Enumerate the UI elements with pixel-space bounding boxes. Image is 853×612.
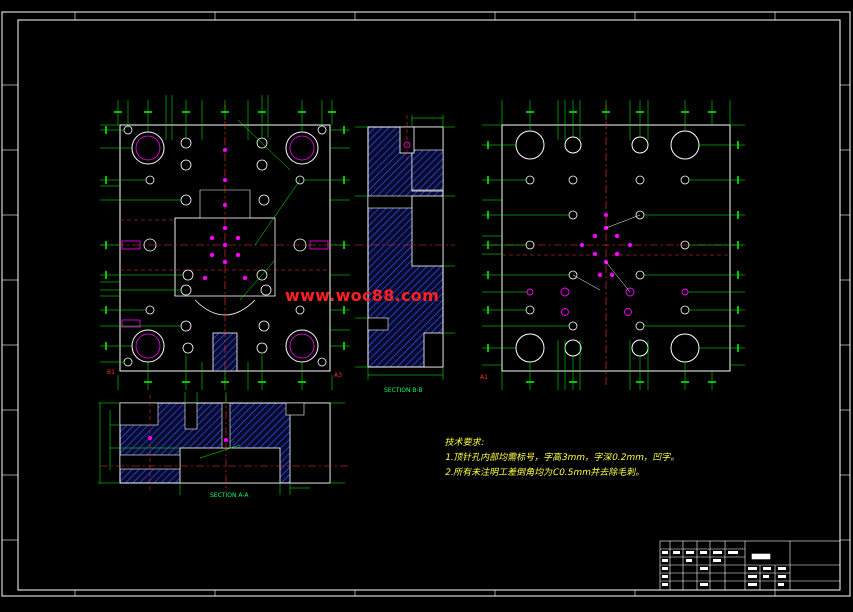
section-bb-label: SECTION B-B [384, 387, 423, 394]
inner-border [17, 19, 841, 591]
left-plan-dimensions [100, 95, 350, 390]
title-block [659, 540, 841, 591]
section-bb-view [355, 115, 455, 380]
watermark-text: www.woc88.com [285, 286, 440, 305]
right-plan-tag: A1 [480, 374, 488, 381]
right-plan-dim-ticks [487, 111, 739, 383]
zone-ticks [2, 12, 850, 596]
section-aa-view [98, 392, 350, 495]
outer-border [1, 11, 851, 597]
technical-requirement-1: 1.顶针孔内部均需标号，字高3mm，字深0.2mm，凹字。 [444, 453, 681, 463]
technical-requirements-title: 技术要求: [444, 438, 486, 448]
left-plan-view [100, 105, 345, 385]
left-plan-dim-ticks [105, 111, 345, 383]
left-plan-tag: B1 [107, 369, 115, 376]
right-plan-dimensions [482, 100, 745, 390]
technical-requirement-2: 2.所有未注明工差倒角均为C0.5mm并去除毛刺。 [444, 468, 646, 478]
section-aa-label: SECTION A-A [210, 492, 249, 499]
technical-requirements: 技术要求: 1.顶针孔内部均需标号，字高3mm，字深0.2mm，凹字。 2.所有… [444, 436, 681, 481]
middle-plan-tag: A3 [334, 372, 342, 379]
